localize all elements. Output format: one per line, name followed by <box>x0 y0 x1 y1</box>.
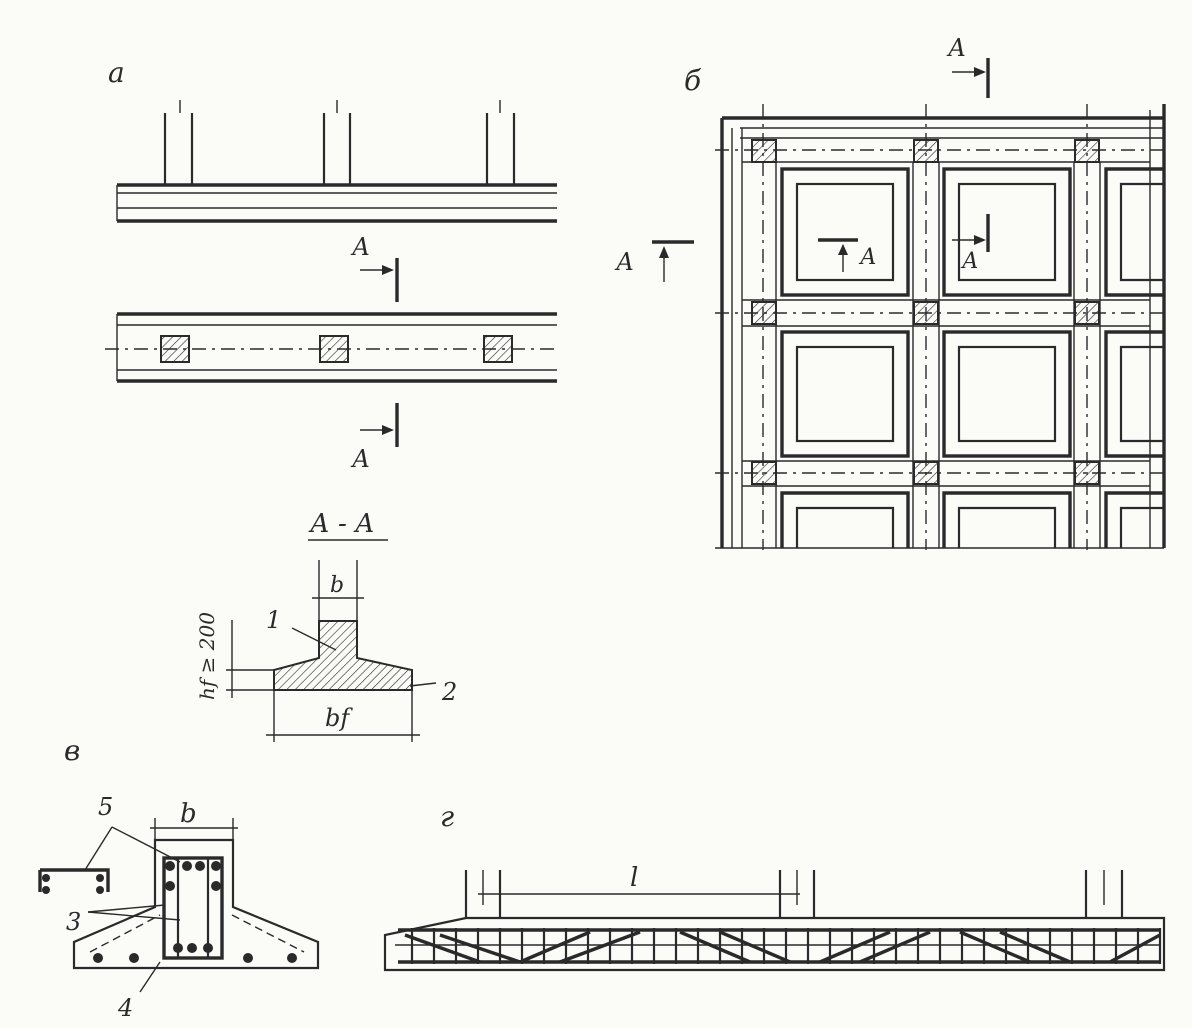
dim-hf-label: hf ≥ 200 <box>195 612 219 700</box>
callout-5: 5 <box>98 793 113 821</box>
slab-opening-partial <box>1104 491 1164 548</box>
callout-1: 1 <box>266 606 281 634</box>
section-mark-a-left: А <box>614 240 694 282</box>
dim-b-label: b <box>330 573 344 598</box>
section-mark-a-top: А <box>946 34 990 98</box>
section-mark-label: А <box>350 445 370 473</box>
section-mark-label: А <box>946 34 966 62</box>
slab-opening-partial <box>1104 167 1164 297</box>
section-mark-a-inner-2: А <box>952 214 990 274</box>
bent-bar <box>439 933 521 964</box>
bent-bar <box>1109 933 1161 964</box>
bent-bar <box>679 930 751 964</box>
panel-g-reinforcement-elevation: г l <box>383 800 1166 972</box>
column-elevation-1 <box>163 100 194 185</box>
bent-bar <box>959 930 1031 964</box>
panel-b-label-visible: б <box>684 64 702 97</box>
bent-bar <box>859 930 931 964</box>
column-section <box>1074 461 1100 485</box>
bent-bar <box>719 930 791 964</box>
panel-a-label: а <box>108 56 125 89</box>
column-elevation-3 <box>485 100 516 185</box>
strip-beam-outline <box>383 916 1166 972</box>
slab-opening <box>780 330 910 458</box>
bent-bar <box>999 930 1071 964</box>
slab-opening <box>942 167 1072 297</box>
dim-l-label: l <box>630 863 638 893</box>
panel-a-elevation: а <box>108 56 557 223</box>
callout-3: 3 <box>66 908 81 936</box>
column-section <box>751 139 777 163</box>
bent-bar <box>519 930 591 964</box>
column-section-2 <box>319 335 349 363</box>
dim-bf-label: bf <box>325 704 353 732</box>
section-a-a: А - А b bf hf ≥ 200 1 2 <box>195 509 457 742</box>
slab-opening <box>780 167 910 297</box>
panel-g-label: г <box>440 800 454 833</box>
bent-up-bars <box>404 930 1161 964</box>
panel-b-grid-plan: в б <box>614 34 1170 550</box>
column-section-3 <box>483 335 513 363</box>
column-section <box>913 461 939 485</box>
section-mark-label: А <box>350 233 370 261</box>
panel-a-plan: А А <box>105 233 560 473</box>
column-section <box>913 139 939 163</box>
t-section-outline <box>72 838 320 970</box>
column-section <box>1074 301 1100 325</box>
rebar-group <box>93 861 297 963</box>
column-section-1 <box>160 335 190 363</box>
slab-opening <box>942 330 1072 458</box>
dim-b-label: b <box>180 799 197 829</box>
slab-opening-partial <box>780 491 910 548</box>
panel-v-reinforcement-section: в b 5 <box>38 734 320 1022</box>
column-elevation-2 <box>322 100 352 185</box>
stirrup-cage <box>162 856 224 960</box>
column-section <box>1074 139 1100 163</box>
panel-v-label: в <box>64 734 80 767</box>
callout-4: 4 <box>117 994 133 1022</box>
bent-bar <box>559 930 641 964</box>
section-mark-a-bottom: А <box>350 403 399 473</box>
bent-bar <box>819 930 891 964</box>
section-mark-label: А <box>960 249 979 274</box>
section-mark-label: А <box>614 248 634 276</box>
strip-footing-elevation <box>116 183 557 223</box>
section-mark-a-top: А <box>350 233 399 302</box>
section-title: А - А <box>308 509 375 539</box>
slab-opening-partial <box>942 491 1072 548</box>
callout-2: 2 <box>441 678 457 706</box>
column-section <box>913 301 939 325</box>
stirrup-detail <box>38 868 110 894</box>
section-mark-a-inner-1: А <box>818 238 877 272</box>
t-section-shape <box>273 620 413 691</box>
section-mark-label: А <box>858 245 877 270</box>
column-section <box>751 301 777 325</box>
column-elevation <box>1084 870 1124 918</box>
column-section <box>751 461 777 485</box>
bent-bar <box>404 933 481 964</box>
slab-opening-partial <box>1104 330 1164 458</box>
